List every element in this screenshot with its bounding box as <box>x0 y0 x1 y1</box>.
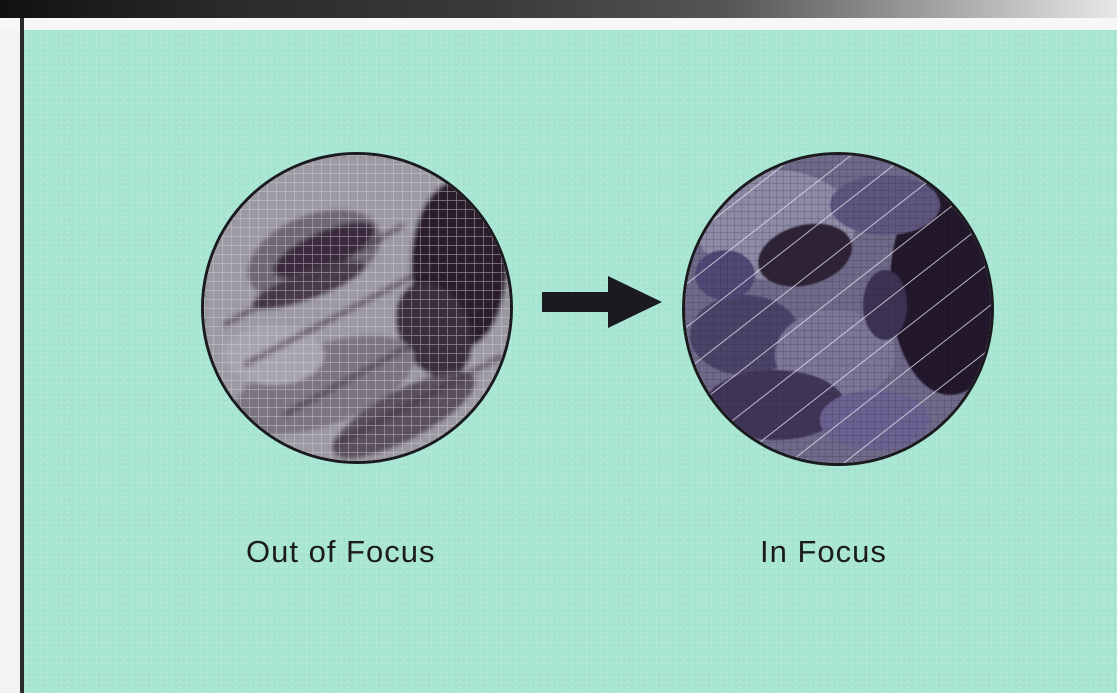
right-arrow-icon <box>542 276 662 328</box>
in-focus-image <box>685 155 991 463</box>
top-image-strip <box>0 0 1117 18</box>
out-of-focus-image <box>204 155 510 461</box>
in-focus-view <box>682 152 994 466</box>
in-focus-caption: In Focus <box>760 534 887 570</box>
out-of-focus-view <box>201 152 513 464</box>
top-margin <box>0 18 1117 30</box>
out-of-focus-caption: Out of Focus <box>246 534 435 570</box>
